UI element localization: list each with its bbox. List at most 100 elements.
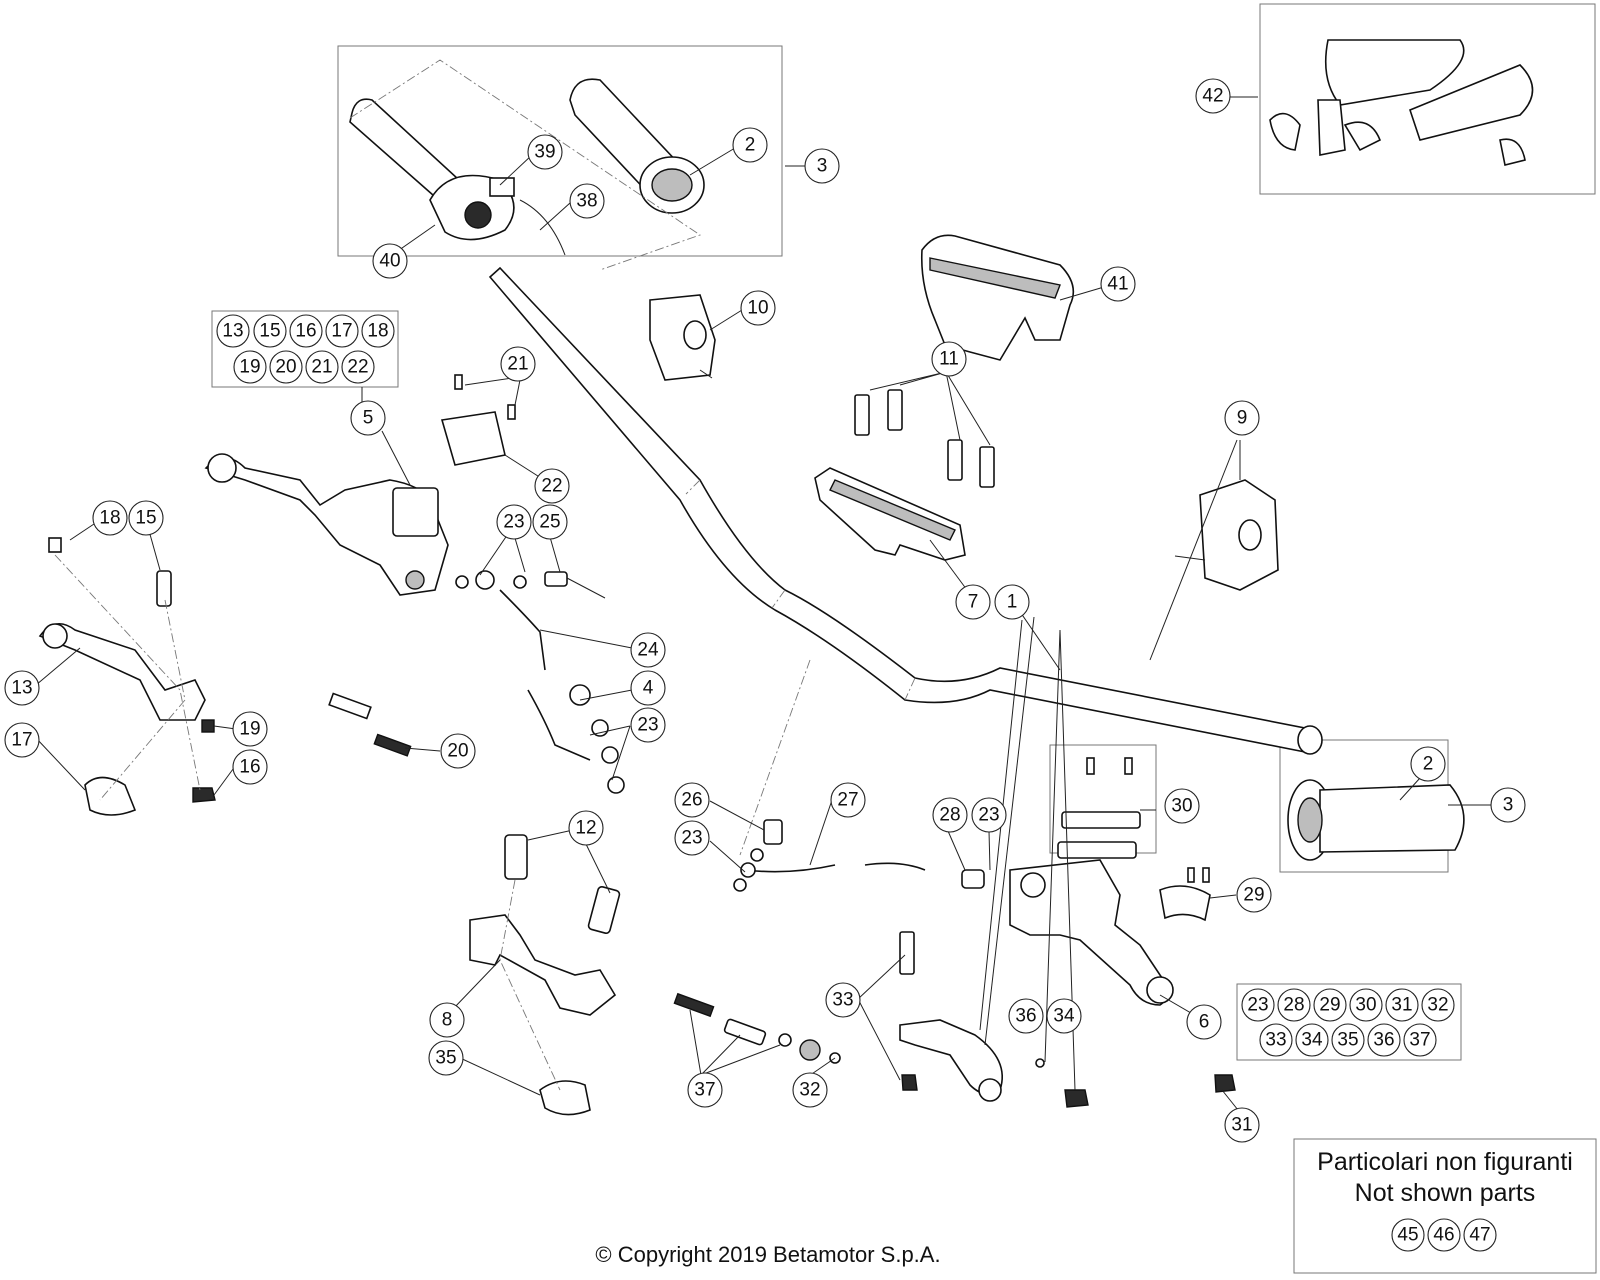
clutch-lever-36 [899,931,1004,1102]
callout-12: 12 [568,810,604,846]
svg-text:35: 35 [1337,1030,1358,1051]
svg-text:31: 31 [1391,995,1412,1016]
callout-26: 26 [674,782,710,818]
clamp-bolts-11 [854,389,995,488]
svg-text:41: 41 [1107,274,1128,295]
group6-28: 28 [1277,988,1311,1022]
clutch-master-cylinder-6 [961,859,1174,1006]
svg-text:27: 27 [837,790,858,811]
group5-21: 21 [305,350,339,384]
svg-text:21: 21 [311,357,332,378]
svg-text:26: 26 [681,790,702,811]
not-shown-legend: Particolari non figuranti Not shown part… [1317,1148,1573,1252]
callout-25: 25 [532,504,568,540]
callout-21: 21 [500,346,536,382]
callout-10: 10 [740,290,776,326]
svg-text:4: 4 [643,678,654,699]
callout-41: 41 [1100,266,1136,302]
throttle-assembly-frame [337,45,783,257]
svg-text:29: 29 [1243,885,1264,906]
left-dash [54,554,201,791]
svg-text:7: 7 [968,592,979,613]
callout-29: 29 [1236,877,1272,913]
svg-text:34: 34 [1053,1006,1075,1027]
svg-text:16: 16 [239,757,260,778]
callouts: 1 2 2 3 3 4 5 6 7 8 9 10 11 12 13 15 16 … [4,78,1526,1143]
group-5-bubbles: 13 15 16 17 18 19 20 21 22 [216,314,395,384]
group6-37: 37 [1403,1023,1437,1057]
svg-text:34: 34 [1301,1030,1323,1051]
svg-text:13: 13 [222,321,243,342]
svg-text:9: 9 [1237,408,1248,429]
callout-23-b: 23 [630,707,666,743]
svg-text:20: 20 [447,741,468,762]
group6-29: 29 [1313,988,1347,1022]
svg-text:28: 28 [1283,995,1304,1016]
group5-19: 19 [233,350,267,384]
svg-text:10: 10 [747,298,768,319]
callout-32: 32 [792,1072,828,1108]
not-shown-frame [1293,1138,1597,1274]
clutch-hose-27 [733,819,926,892]
svg-text:24: 24 [637,640,659,661]
group6-34: 34 [1295,1023,1329,1057]
group6-36: 36 [1367,1023,1401,1057]
group-6-bubbles: 23 28 29 30 31 32 33 34 35 36 37 [1241,988,1455,1057]
callout-35: 35 [428,1040,464,1076]
handguard-kit [1269,39,1534,166]
svg-text:17: 17 [331,321,352,342]
callout-30: 30 [1164,788,1200,824]
svg-text:23: 23 [681,828,702,849]
svg-text:46: 46 [1433,1225,1454,1246]
svg-text:20: 20 [275,357,296,378]
svg-text:18: 18 [99,508,120,529]
svg-text:19: 19 [239,719,260,740]
svg-text:1: 1 [1007,592,1018,613]
callout-13: 13 [4,670,40,706]
group6-30: 30 [1349,988,1383,1022]
handlebar [488,266,1323,755]
group5-15: 15 [253,314,287,348]
svg-text:36: 36 [1015,1006,1036,1027]
small-parts-left [48,537,412,816]
svg-text:23: 23 [503,512,524,533]
svg-text:5: 5 [363,408,374,429]
callout-17: 17 [4,722,40,758]
group5-17: 17 [325,314,359,348]
callout-19: 19 [232,711,268,747]
handguard-frame [1259,3,1596,195]
hose-dash [739,659,811,856]
group6-23: 23 [1241,988,1275,1022]
svg-text:2: 2 [745,135,756,156]
svg-text:21: 21 [507,354,528,375]
clutch-lever-13 [38,623,206,721]
svg-text:23: 23 [978,805,999,826]
copyright-notice: © Copyright 2019 Betamotor S.p.A. [595,1242,940,1267]
svg-text:30: 30 [1171,796,1192,817]
svg-text:18: 18 [367,321,388,342]
svg-text:13: 13 [11,678,32,699]
svg-text:6: 6 [1199,1012,1210,1033]
svg-text:33: 33 [1265,1030,1286,1051]
callout-22: 22 [534,468,570,504]
reservoir-30-parts [1057,757,1141,859]
upper-clamp-7 [814,467,966,561]
callout-24: 24 [630,632,666,668]
callout-2-throttle: 2 [732,127,768,163]
not-shown-47: 47 [1463,1218,1497,1252]
callout-16: 16 [232,749,268,785]
callout-4: 4 [630,670,666,706]
svg-text:42: 42 [1202,86,1223,107]
not-shown-title-en: Not shown parts [1355,1179,1536,1207]
clamp-cover-35 [539,1080,591,1116]
svg-text:16: 16 [295,321,316,342]
throttle-grip [569,78,705,214]
not-shown-45: 45 [1391,1218,1425,1252]
brake-master-cylinder-5 [204,453,449,596]
left-grip [1287,779,1465,861]
callout-39: 39 [527,134,563,170]
svg-text:17: 17 [11,730,32,751]
callout-2-grip: 2 [1410,746,1446,782]
group6-32: 32 [1421,988,1455,1022]
left-dash-2 [99,599,186,801]
